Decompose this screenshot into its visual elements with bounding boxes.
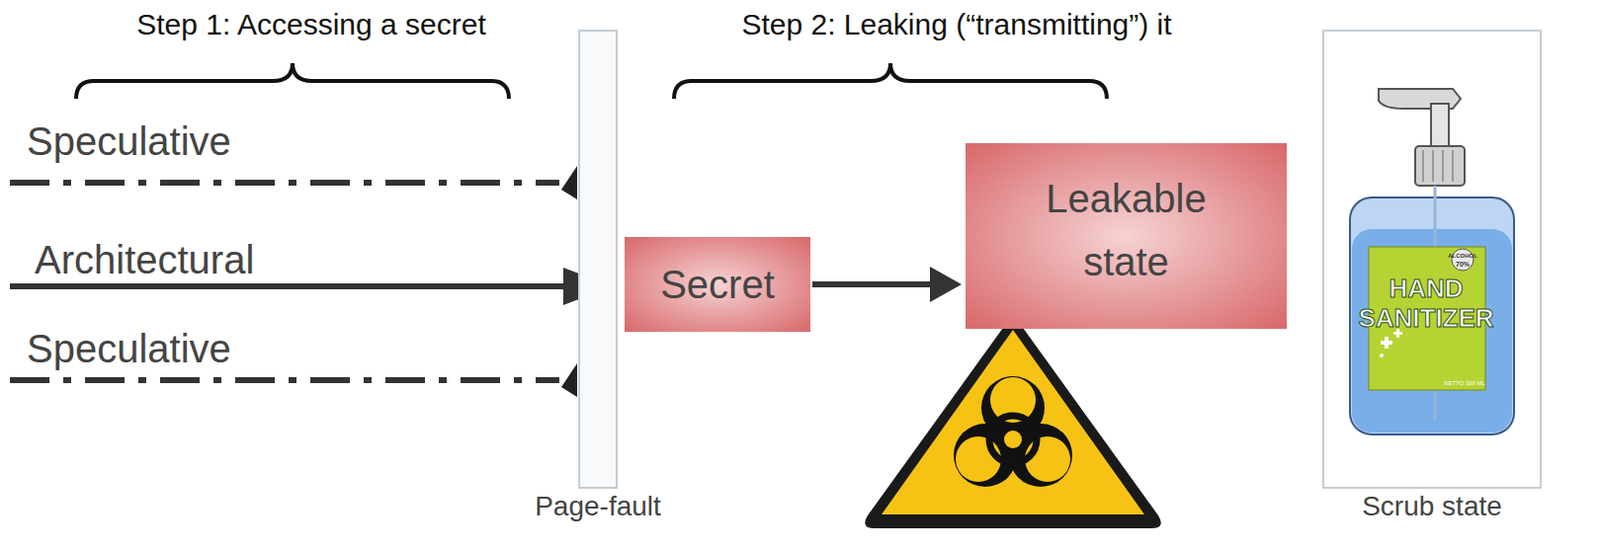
arrowhead: [561, 363, 578, 398]
bottle-badge-text: ALCOHOL: [1447, 252, 1478, 259]
step-label: Step 2: Leaking (“transmitting”) it: [741, 9, 1172, 40]
secret-box: Secret: [624, 237, 811, 333]
node-caption: Scrub state: [1361, 493, 1503, 521]
node-caption: Page-fault: [534, 493, 662, 521]
bottle-text: HAND: [1388, 275, 1463, 302]
connector-arrow: [812, 266, 962, 303]
pump: [1378, 88, 1465, 186]
bottle-text: SANITIZER: [1357, 305, 1494, 332]
path-label: Speculative: [26, 329, 232, 369]
path-label: Speculative: [26, 121, 232, 162]
arrowhead: [929, 266, 962, 303]
leakable-state-box: Leakable state: [965, 143, 1287, 330]
speculative-arrow: [9, 377, 560, 384]
step-label: Step 1: Accessing a secret: [136, 9, 487, 40]
path-label: Architectural: [34, 240, 254, 280]
scrub-state-panel: Scrub state: [1322, 29, 1542, 490]
curly-brace: [673, 63, 1107, 99]
architectural-arrow: [9, 283, 569, 290]
page-fault-wall: Page-fault: [578, 29, 618, 490]
node-label: Leakable state: [1012, 167, 1241, 294]
arrowhead: [561, 166, 578, 200]
bottle-small-text: NETTO 300 ML: [1443, 380, 1486, 387]
connector-line: [812, 281, 932, 288]
curly-brace: [76, 63, 509, 99]
speculative-arrow: [9, 179, 560, 186]
bottle-badge-text: 70%: [1455, 260, 1470, 268]
node-label: Secret: [660, 252, 775, 317]
biohazard-sign: [864, 314, 1162, 529]
